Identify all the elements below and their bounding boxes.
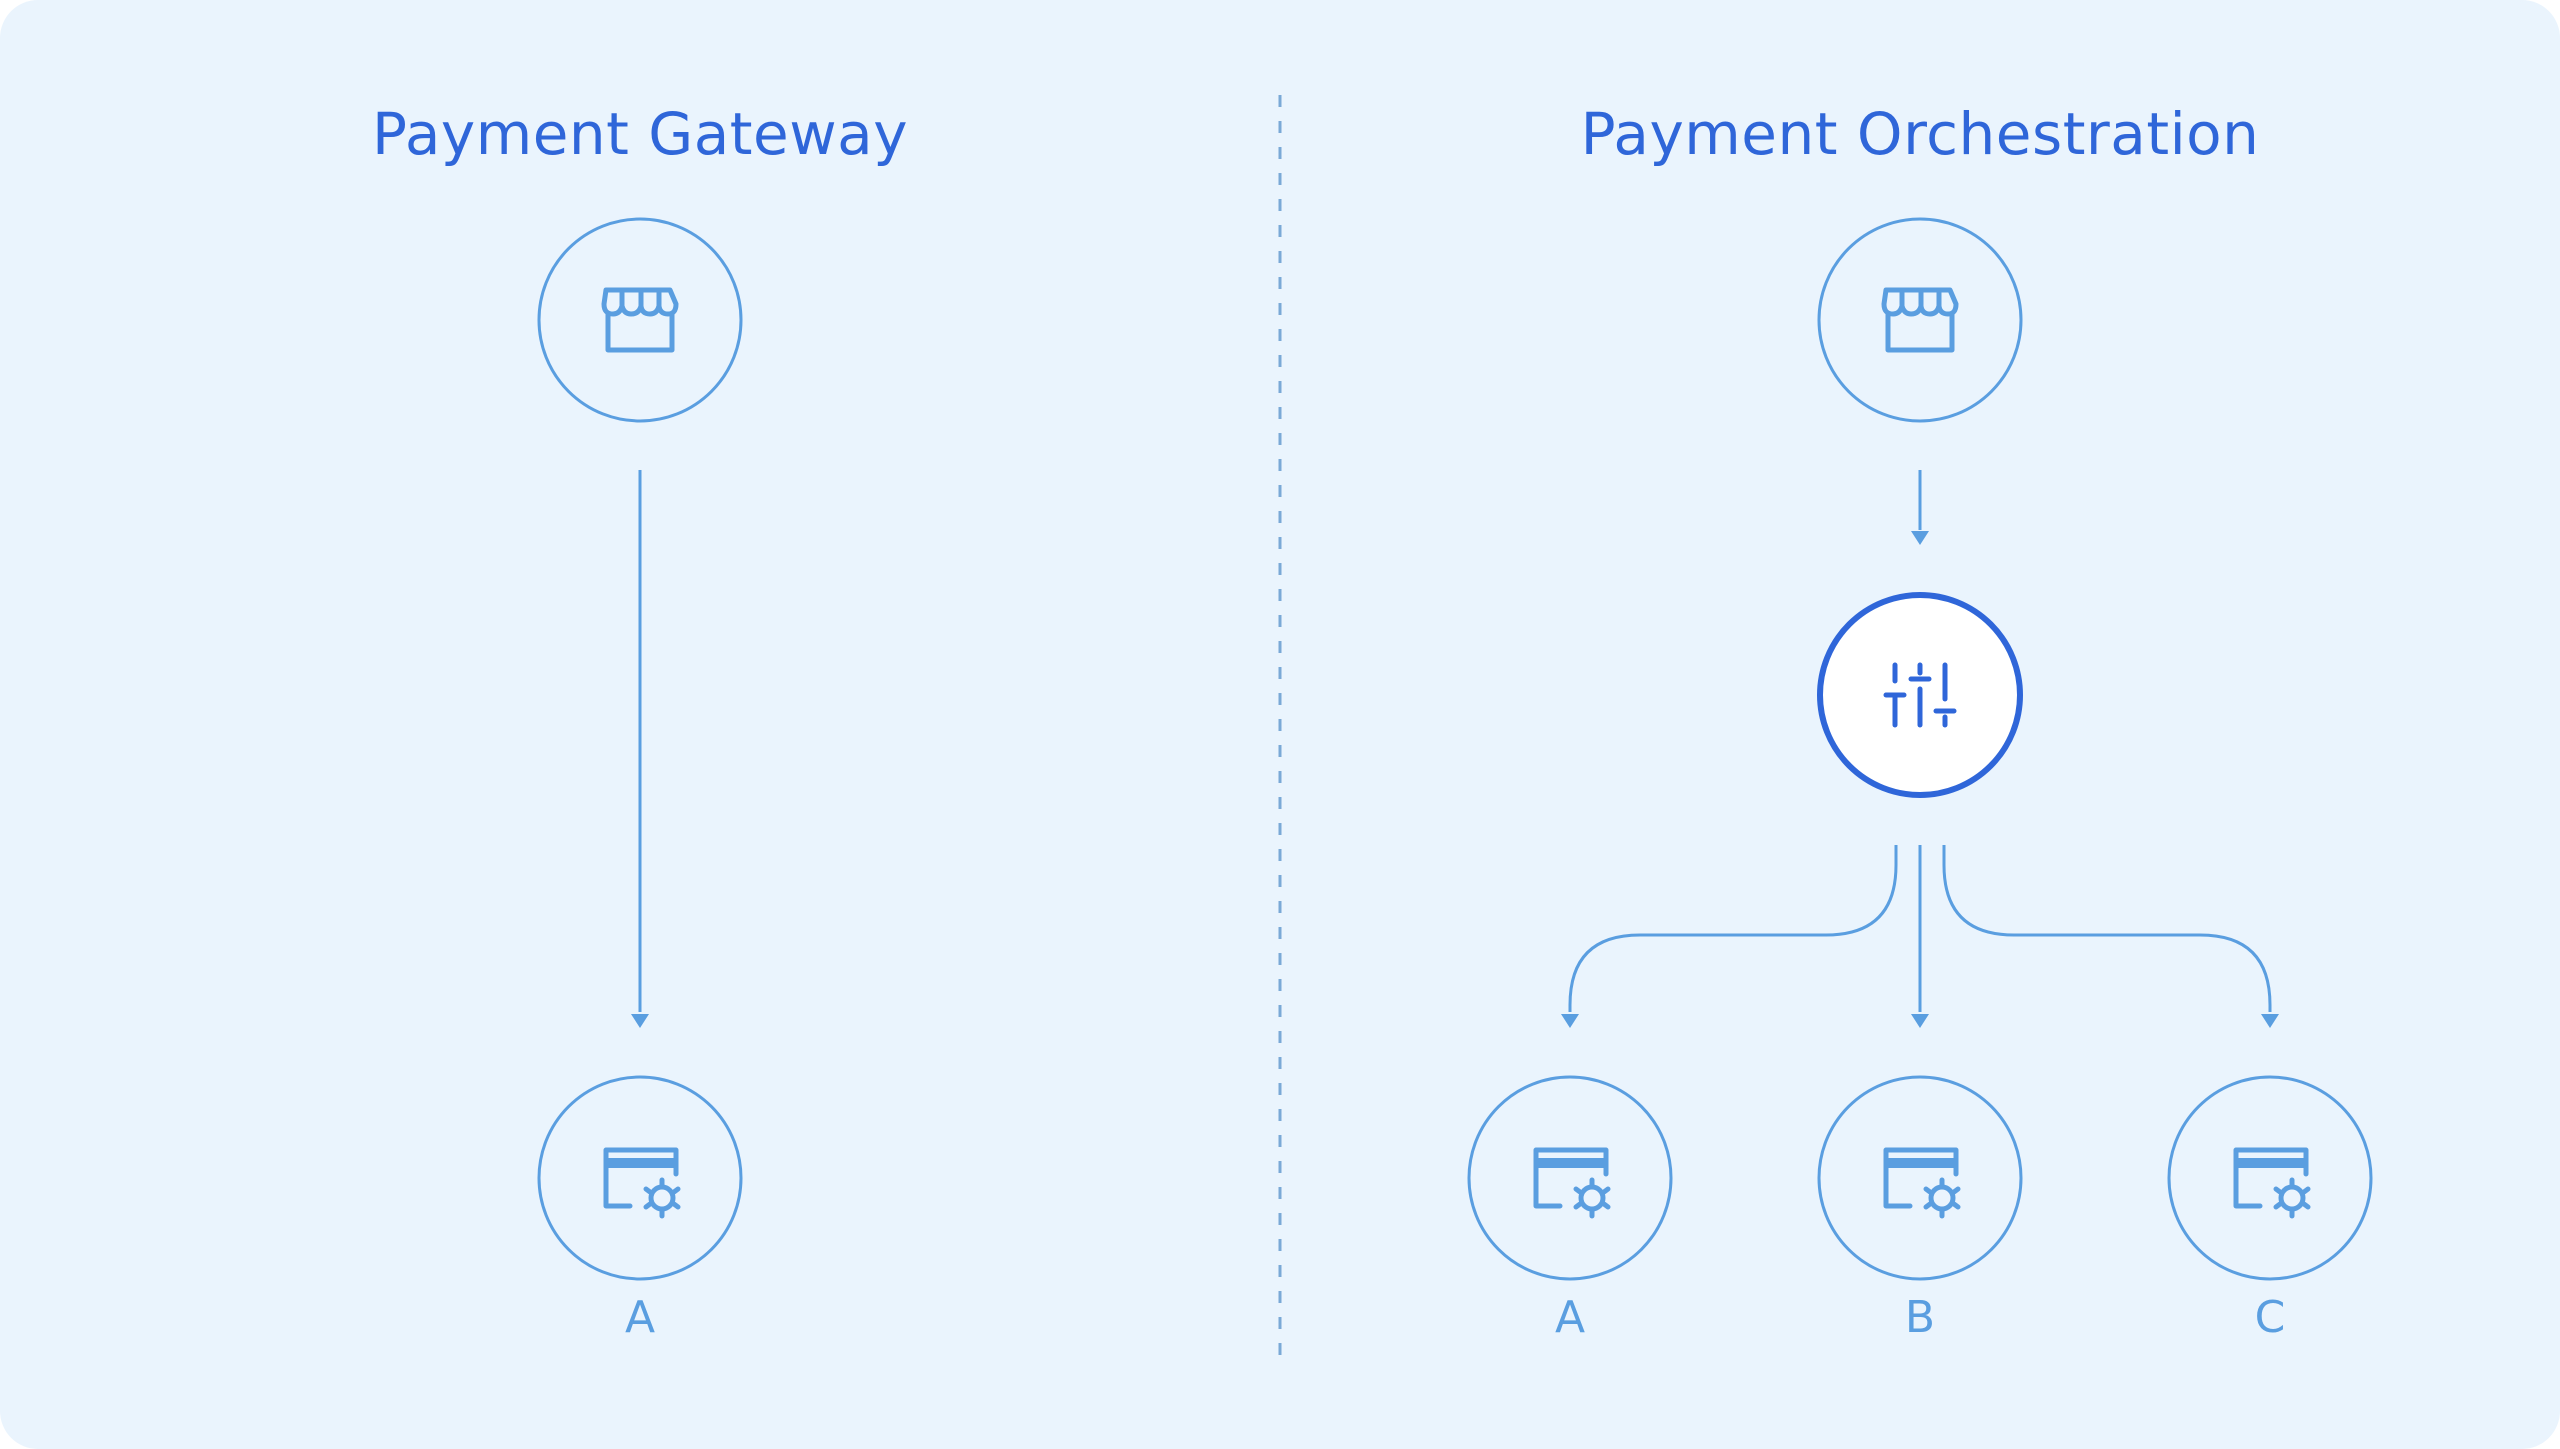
card-gear-icon: [1536, 1150, 1608, 1216]
payment-gateway-title: Payment Gateway: [371, 100, 909, 168]
payment-orchestration-title: Payment Orchestration: [1580, 100, 2260, 168]
processor-node-a: [1467, 1075, 1673, 1281]
card-gear-icon: [2236, 1150, 2308, 1216]
orchestrator-node: [1817, 592, 2023, 798]
right-merchant-node: [1817, 217, 2023, 423]
branch-to-c: [1942, 845, 2272, 1012]
processor-label-c: C: [2254, 1292, 2286, 1343]
left-merchant-node: [537, 217, 743, 423]
processor-node-b: [1817, 1075, 2023, 1281]
branch-connectors: [1568, 845, 2272, 1012]
processor-label-a: A: [1554, 1292, 1586, 1343]
card-gear-icon: [606, 1150, 678, 1216]
storefront-icon: [1884, 290, 1956, 350]
storefront-icon: [604, 290, 676, 350]
processor-label-b: B: [1904, 1292, 1936, 1343]
left-processor-node: [537, 1075, 743, 1281]
card-gear-icon: [1886, 1150, 1958, 1216]
branch-to-a: [1568, 845, 1898, 1012]
processor-node-c: [2167, 1075, 2373, 1281]
sliders-icon: [1886, 665, 1954, 725]
left-processor-label: A: [624, 1292, 656, 1343]
branch-arrow-heads: [1561, 1014, 2279, 1028]
merchant-to-orchestrator-arrow: [1910, 470, 1930, 546]
left-flow-arrow: [630, 470, 650, 1029]
